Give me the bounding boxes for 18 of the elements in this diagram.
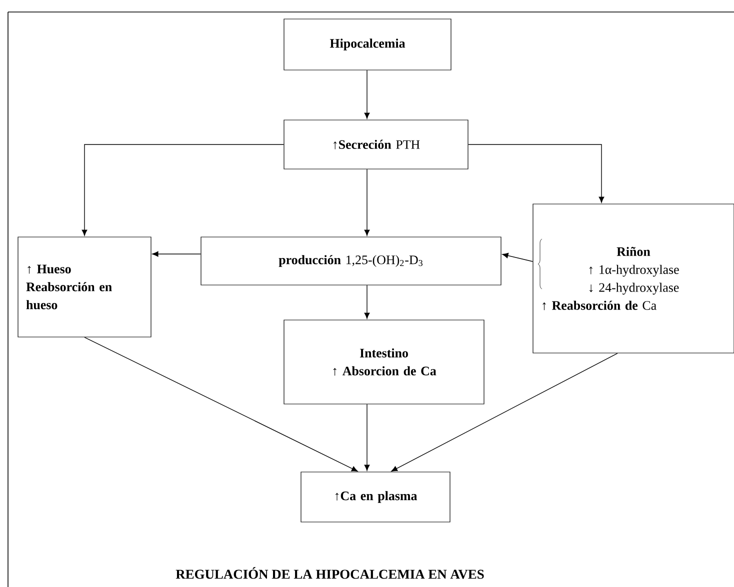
process-box: Hipocalcemia: [284, 18, 452, 70]
arrow: [468, 144, 604, 203]
arrow: [84, 336, 358, 472]
arrow: [391, 352, 618, 472]
process-box: Riñon ↑ 1α-hydroxylase ↓ 24-hydroxylase ↑ Reabsorción de Ca: [532, 204, 734, 354]
title: REGULACIÓN DE LA HIPOCALCEMIA EN AVES: [176, 567, 484, 579]
process-box: producción 1,25-(OH)$_{2}$-D$_{3}$: [200, 236, 502, 286]
arrow: [364, 168, 370, 236]
arrow: [502, 252, 534, 262]
process-box: ↑Ca en plasma: [300, 472, 450, 522]
arrow: [82, 144, 284, 236]
arrow: [364, 70, 370, 119]
process-box: ↑ Hueso Reabsorción en hueso: [18, 236, 152, 338]
process-box: ↑Secreción PTH: [284, 120, 468, 170]
arrow: [152, 251, 202, 257]
arrow: [364, 404, 370, 471]
arrow: [364, 284, 370, 319]
process-box: Intestino ↑ Absorcion de Ca: [284, 320, 484, 404]
